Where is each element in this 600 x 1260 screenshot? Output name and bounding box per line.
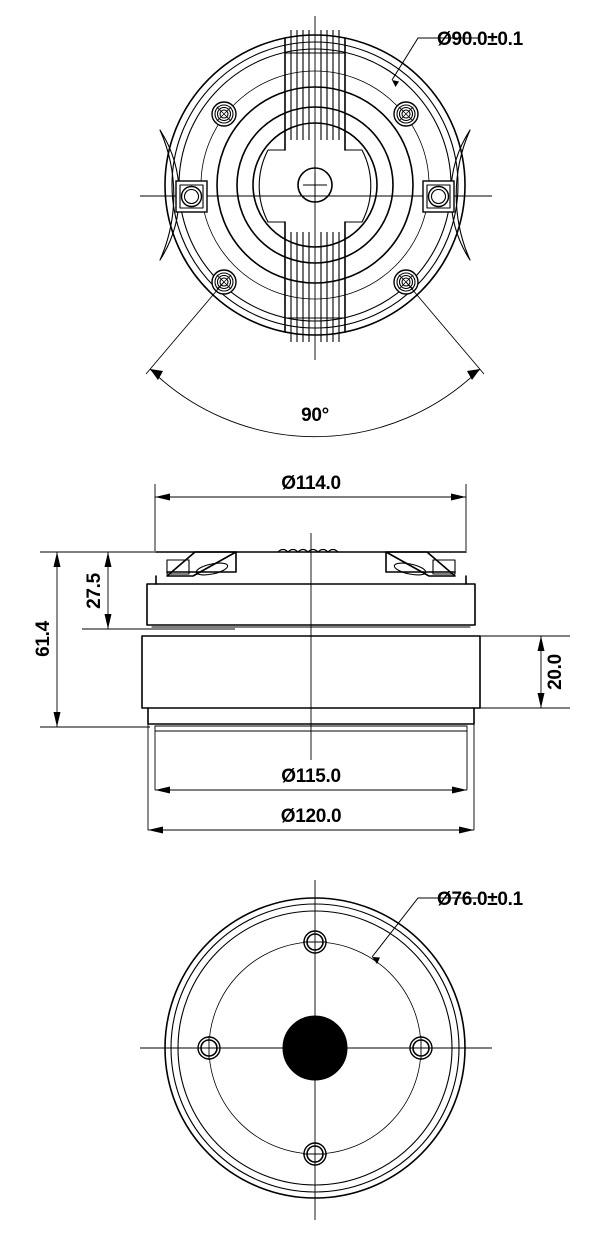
raised-block-left xyxy=(166,559,190,575)
arrow-bottom xyxy=(104,614,112,629)
cooling-fins-top xyxy=(284,30,346,140)
arrow-right xyxy=(459,826,474,834)
skirt-outline xyxy=(147,707,475,725)
lower-skirt xyxy=(147,707,475,732)
terminal-block-right xyxy=(422,180,455,213)
arrow-top xyxy=(537,636,545,651)
center-hub-circle xyxy=(297,167,333,203)
angle-dimension-text: 90° xyxy=(301,405,329,426)
bolt-arc-ne xyxy=(314,941,422,1049)
dimension-od-115 xyxy=(154,726,468,794)
dimension-h-614 xyxy=(40,552,150,728)
angle-extension-left xyxy=(145,281,225,375)
angle-arc xyxy=(149,368,481,438)
od-115-text: Ø115.0 xyxy=(281,766,340,787)
upper-body-outline xyxy=(146,583,476,626)
shoulder-right xyxy=(385,551,456,577)
arrow-right xyxy=(452,786,467,794)
raised-block-right xyxy=(432,559,456,575)
arrow-right xyxy=(451,493,466,501)
arrow-top xyxy=(104,552,112,567)
terminal-block-left xyxy=(175,180,208,213)
mounting-hole-top xyxy=(303,930,327,954)
mounting-screw-top-right xyxy=(393,101,419,127)
od-114-text: Ø114.0 xyxy=(281,473,340,494)
bolt-circle-76 xyxy=(208,941,422,1155)
arrow-left xyxy=(155,786,170,794)
bottom-outer-circle-3 xyxy=(177,910,453,1186)
arrow-top xyxy=(53,552,61,567)
upper-body-block xyxy=(146,583,476,628)
dimension-h-275 xyxy=(40,551,235,630)
bottom-outer-circle-1 xyxy=(164,897,466,1199)
bolt-arc-sw xyxy=(208,1047,316,1155)
bottom-view: Ø76.0±0.1 xyxy=(140,880,524,1220)
bottom-outer-circle-2 xyxy=(170,903,460,1193)
center-knurl-detail xyxy=(277,548,339,553)
arrow-bottom xyxy=(537,693,545,708)
bolt-arc-nw xyxy=(208,941,316,1049)
dimension-od-120 xyxy=(147,724,475,834)
throat-opening xyxy=(282,1015,348,1081)
dimension-h-200 xyxy=(470,635,570,709)
h-200-text: 20.0 xyxy=(545,654,566,690)
h-614-text: 61.4 xyxy=(33,620,54,657)
bottom-diameter-callout-text: Ø76.0±0.1 xyxy=(437,889,524,910)
od-120-text: Ø120.0 xyxy=(281,806,342,827)
angle-dimension-90 xyxy=(145,281,485,438)
slot-ellipse-right xyxy=(393,562,427,576)
slot-ellipse-left xyxy=(195,562,229,576)
bottom-callout-leader xyxy=(371,897,478,964)
dimension-od-114 xyxy=(154,484,467,551)
top-diameter-callout-text: Ø90.0±0.1 xyxy=(437,29,524,50)
arrow-bottom xyxy=(53,712,61,727)
mounting-hole-bottom xyxy=(303,1142,327,1166)
angle-arrow-left xyxy=(150,369,163,380)
mounting-hole-left xyxy=(197,1036,221,1060)
cooling-fins-bottom xyxy=(284,232,346,342)
mounting-hole-right xyxy=(409,1036,433,1060)
magnet-band xyxy=(141,635,481,709)
center-hub-crosshair xyxy=(303,173,327,197)
magnet-band-rect xyxy=(141,635,481,709)
top-callout-leader xyxy=(391,37,478,87)
shoulder-right-face xyxy=(385,551,456,573)
rib-left xyxy=(258,149,286,223)
side-view: Ø114.0 xyxy=(33,473,570,834)
dome-circle xyxy=(252,122,378,248)
housing-circle-2 xyxy=(171,41,459,329)
h-275-text: 27.5 xyxy=(84,572,105,609)
angle-extension-right xyxy=(405,281,485,375)
outer-housing-circle xyxy=(164,34,466,336)
bolt-arc-se xyxy=(314,1047,422,1155)
angle-arrow-right xyxy=(467,369,480,380)
arrow-left xyxy=(148,826,163,834)
rib-right xyxy=(344,149,372,223)
arrow-left xyxy=(155,493,170,501)
body-circle-inner xyxy=(236,106,394,264)
flange-assembly xyxy=(155,548,467,585)
lens-cutout-right xyxy=(450,129,471,261)
body-circle-outer xyxy=(216,86,414,284)
shoulder-left-face xyxy=(166,551,237,573)
lens-cutout-left xyxy=(159,129,180,261)
top-view: Ø90.0±0.1 90° xyxy=(140,16,524,438)
mounting-screw-top-left xyxy=(211,101,237,127)
